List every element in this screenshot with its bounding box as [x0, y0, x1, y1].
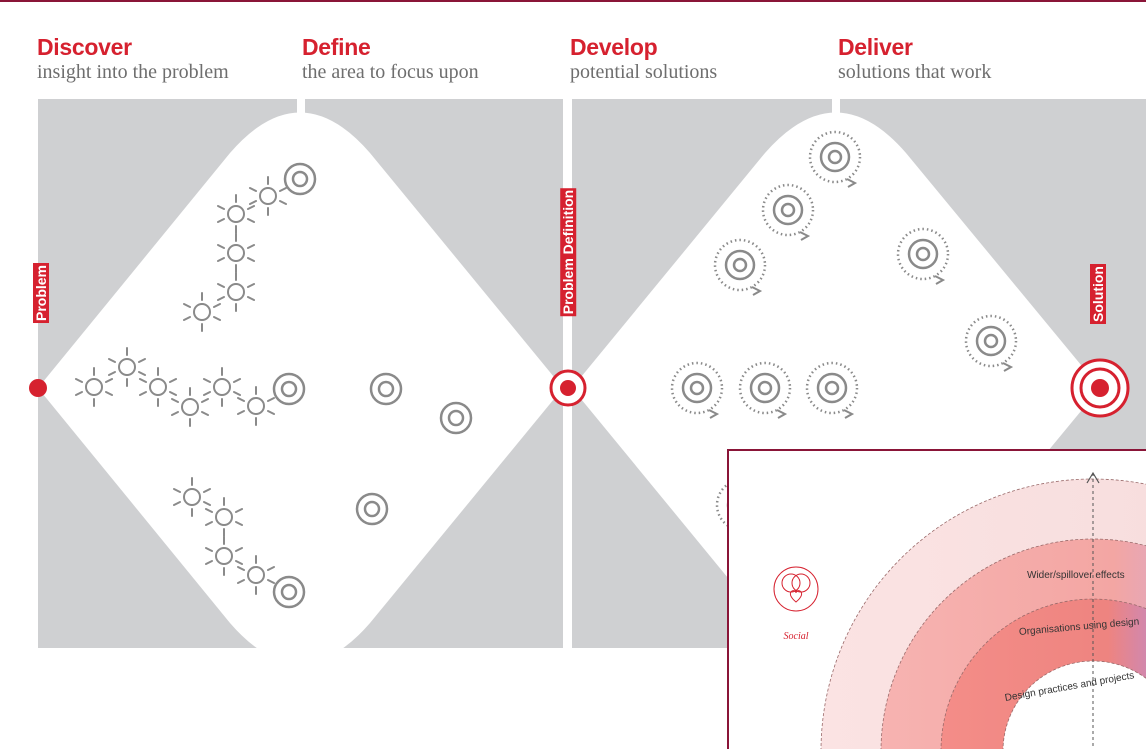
social-label: Social [783, 631, 809, 642]
problem-marker [29, 379, 47, 397]
phase-subtitle: potential solutions [570, 61, 718, 83]
value-rings-diagram [773, 471, 1146, 749]
phase-title: Define [302, 34, 371, 60]
phase-title: Develop [570, 34, 658, 60]
arrow-up-icon [1086, 471, 1100, 484]
phase-define: Define the area to focus upon [302, 34, 479, 84]
solution-marker [1070, 358, 1130, 418]
phase-title: Deliver [838, 34, 913, 60]
phase-title: Discover [37, 34, 132, 60]
ring-core [1002, 660, 1146, 749]
phase-subtitle: insight into the problem [37, 61, 229, 83]
problem-definition-label: Problem Definition [560, 187, 577, 317]
phase-deliver: Deliver solutions that work [838, 34, 991, 84]
divider-1 [297, 99, 305, 648]
problem-label: Problem [33, 262, 50, 324]
design-value-overlay: Social Wider/spillover effects Organisat… [727, 449, 1146, 749]
top-border [0, 0, 1146, 2]
solution-label: Solution [1090, 264, 1106, 324]
phase-discover: Discover insight into the problem [37, 34, 229, 84]
social-heart-icon [773, 566, 819, 612]
phase-develop: Develop potential solutions [570, 34, 717, 84]
phase-subtitle: solutions that work [838, 61, 992, 83]
problem-definition-marker [549, 369, 587, 407]
phase-subtitle: the area to focus upon [302, 61, 479, 83]
ring-label-wider: Wider/spillover effects [1027, 570, 1125, 581]
